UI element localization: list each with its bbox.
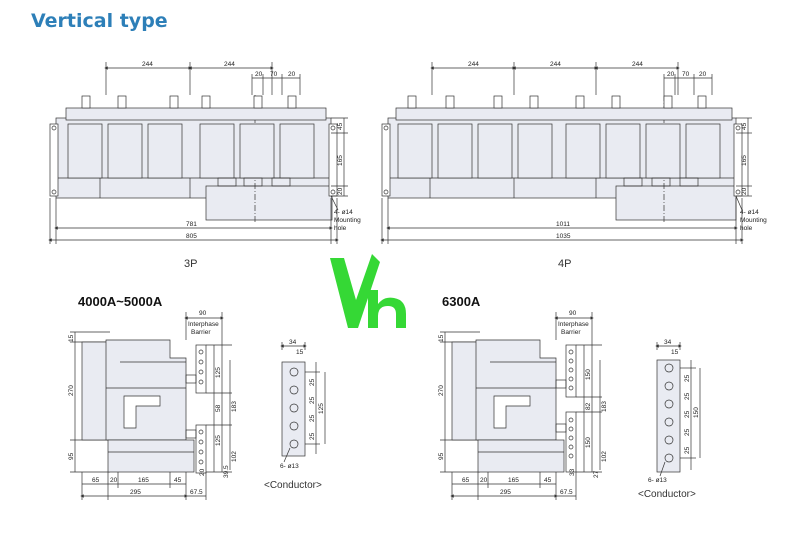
dim-4p-t2: 70 — [682, 71, 690, 78]
dim-4p-hole: 4- ø14 — [740, 209, 759, 216]
dim-bl-r125b: 125 — [215, 435, 222, 446]
dim-bl-c15: 15 — [296, 349, 304, 356]
dim-br-r102: 102 — [601, 451, 608, 462]
dim-bl-c125: 125 — [318, 403, 325, 414]
drawing-3p — [48, 62, 348, 244]
dim-br-c25a: 25 — [684, 374, 691, 382]
dim-4p-w-inner: 1011 — [556, 221, 570, 228]
drawing-4000-5000a — [70, 312, 326, 500]
dim-bl-v270: 270 — [68, 385, 75, 396]
dim-bl-r183: 183 — [231, 401, 238, 412]
dim-br-r33: 33 — [569, 468, 576, 476]
dims-4000-5000a: 90 Interphase Barrier 15 270 95 125 58 1… — [68, 310, 325, 496]
dim-br-r82: 82 — [585, 402, 592, 410]
dim-4p-w-outer: 1035 — [556, 233, 571, 240]
dim-bl-c25d: 25 — [309, 432, 316, 440]
dim-br-v15: 15 — [438, 334, 445, 342]
dims-4p: 244 244 244 20 70 20 45 165 20 1011 1035… — [468, 61, 767, 240]
dim-bl-barrier-2: Barrier — [191, 329, 211, 336]
dim-br-v270: 270 — [438, 385, 445, 396]
dim-3p-w-outer: 805 — [186, 233, 197, 240]
caption-4p: 4P — [558, 258, 572, 270]
dim-bl-c25c: 25 — [309, 414, 316, 422]
dims-6300a: 90 Interphase Barrier 15 270 95 150 82 1… — [438, 310, 700, 496]
dim-br-b295: 295 — [500, 489, 511, 496]
dim-br-barrier-1: Interphase — [558, 321, 589, 328]
dim-br-c25b: 25 — [684, 392, 691, 400]
dim-br-barrier-2: Barrier — [561, 329, 581, 336]
conductor-caption-left: <Conductor> — [264, 480, 322, 491]
drawing-6300a — [440, 312, 701, 500]
dim-bl-r125a: 125 — [215, 367, 222, 378]
dim-br-c150: 150 — [693, 407, 700, 418]
dim-br-c34: 34 — [664, 339, 672, 346]
dim-4p-h2: 165 — [741, 155, 748, 166]
dim-bl-hole: 6- ø13 — [280, 463, 299, 470]
dim-bl-v95: 95 — [68, 452, 75, 460]
dim-bl-b295: 295 — [130, 489, 141, 496]
dim-4p-h1: 45 — [741, 122, 748, 130]
dim-br-hole: 6- ø13 — [648, 477, 667, 484]
dim-br-v95: 95 — [438, 452, 445, 460]
dim-br-b45: 45 — [544, 477, 552, 484]
dim-br-r150a: 150 — [585, 369, 592, 380]
dim-4p-t3: 20 — [699, 71, 707, 78]
dim-bl-r58: 58 — [215, 404, 222, 412]
brand-logo — [330, 254, 406, 328]
dim-bl-b165: 165 — [138, 477, 149, 484]
drawing-4p — [380, 62, 752, 244]
dim-br-top: 90 — [569, 310, 577, 317]
dim-br-b67: 67.5 — [560, 489, 573, 496]
dim-br-c25c: 25 — [684, 410, 691, 418]
dim-3p-t3: 20 — [288, 71, 296, 78]
dim-br-b65: 65 — [462, 477, 470, 484]
conductor-caption-right: <Conductor> — [638, 489, 696, 500]
dim-4p-pitch-c: 244 — [632, 61, 643, 68]
dim-bl-top: 90 — [199, 310, 207, 317]
dim-bl-c25a: 25 — [309, 378, 316, 386]
page-heading: Vertical type — [31, 10, 168, 32]
dim-4p-t1: 20 — [667, 71, 675, 78]
dim-br-b20: 20 — [480, 477, 488, 484]
dim-bl-b65: 65 — [92, 477, 100, 484]
dim-bl-c25b: 25 — [309, 396, 316, 404]
dim-bl-b67: 67.5 — [190, 489, 203, 496]
dim-3p-h1: 45 — [337, 122, 344, 130]
dim-br-r150b: 150 — [585, 437, 592, 448]
dim-4p-pitch-b: 244 — [550, 61, 561, 68]
dim-br-r183: 183 — [601, 401, 608, 412]
dim-bl-r20: 20 — [199, 468, 206, 476]
dim-3p-w-inner: 781 — [186, 221, 197, 228]
dim-bl-r102: 102 — [231, 451, 238, 462]
title-6300a: 6300A — [442, 294, 481, 309]
dim-bl-barrier-1: Interphase — [188, 321, 219, 328]
dim-4p-pitch-a: 244 — [468, 61, 479, 68]
dim-3p-pitch-a: 244 — [142, 61, 153, 68]
dim-3p-pitch-b: 244 — [224, 61, 235, 68]
dim-br-c25e: 25 — [684, 446, 691, 454]
dim-4p-h3: 20 — [741, 187, 748, 195]
dim-bl-c34: 34 — [289, 339, 297, 346]
dim-bl-b20: 20 — [110, 477, 118, 484]
dim-bl-v15: 15 — [68, 334, 75, 342]
dim-3p-hole-l1: Mounting — [334, 217, 361, 224]
dim-3p-hole: 4- ø14 — [334, 209, 353, 216]
dim-br-c25d: 25 — [684, 428, 691, 436]
dim-4p-hole-l2: hole — [740, 225, 753, 232]
dim-br-c15: 15 — [671, 349, 679, 356]
dim-3p-h2: 165 — [337, 155, 344, 166]
dim-br-r27: 27 — [593, 470, 600, 478]
dims-3p: 244 244 20 70 20 45 165 20 781 805 4- ø1… — [142, 61, 361, 240]
dim-br-b165: 165 — [508, 477, 519, 484]
dim-4p-hole-l1: Mounting — [740, 217, 767, 224]
dim-bl-b45: 45 — [174, 477, 182, 484]
dim-3p-t2: 70 — [270, 71, 278, 78]
dim-bl-r39: 39.5 — [223, 465, 230, 478]
dim-3p-h3: 20 — [337, 187, 344, 195]
dim-3p-hole-l2: hole — [334, 225, 347, 232]
title-4000-5000a: 4000A~5000A — [78, 294, 163, 309]
dim-3p-t1: 20 — [255, 71, 263, 78]
caption-3p: 3P — [184, 258, 198, 270]
